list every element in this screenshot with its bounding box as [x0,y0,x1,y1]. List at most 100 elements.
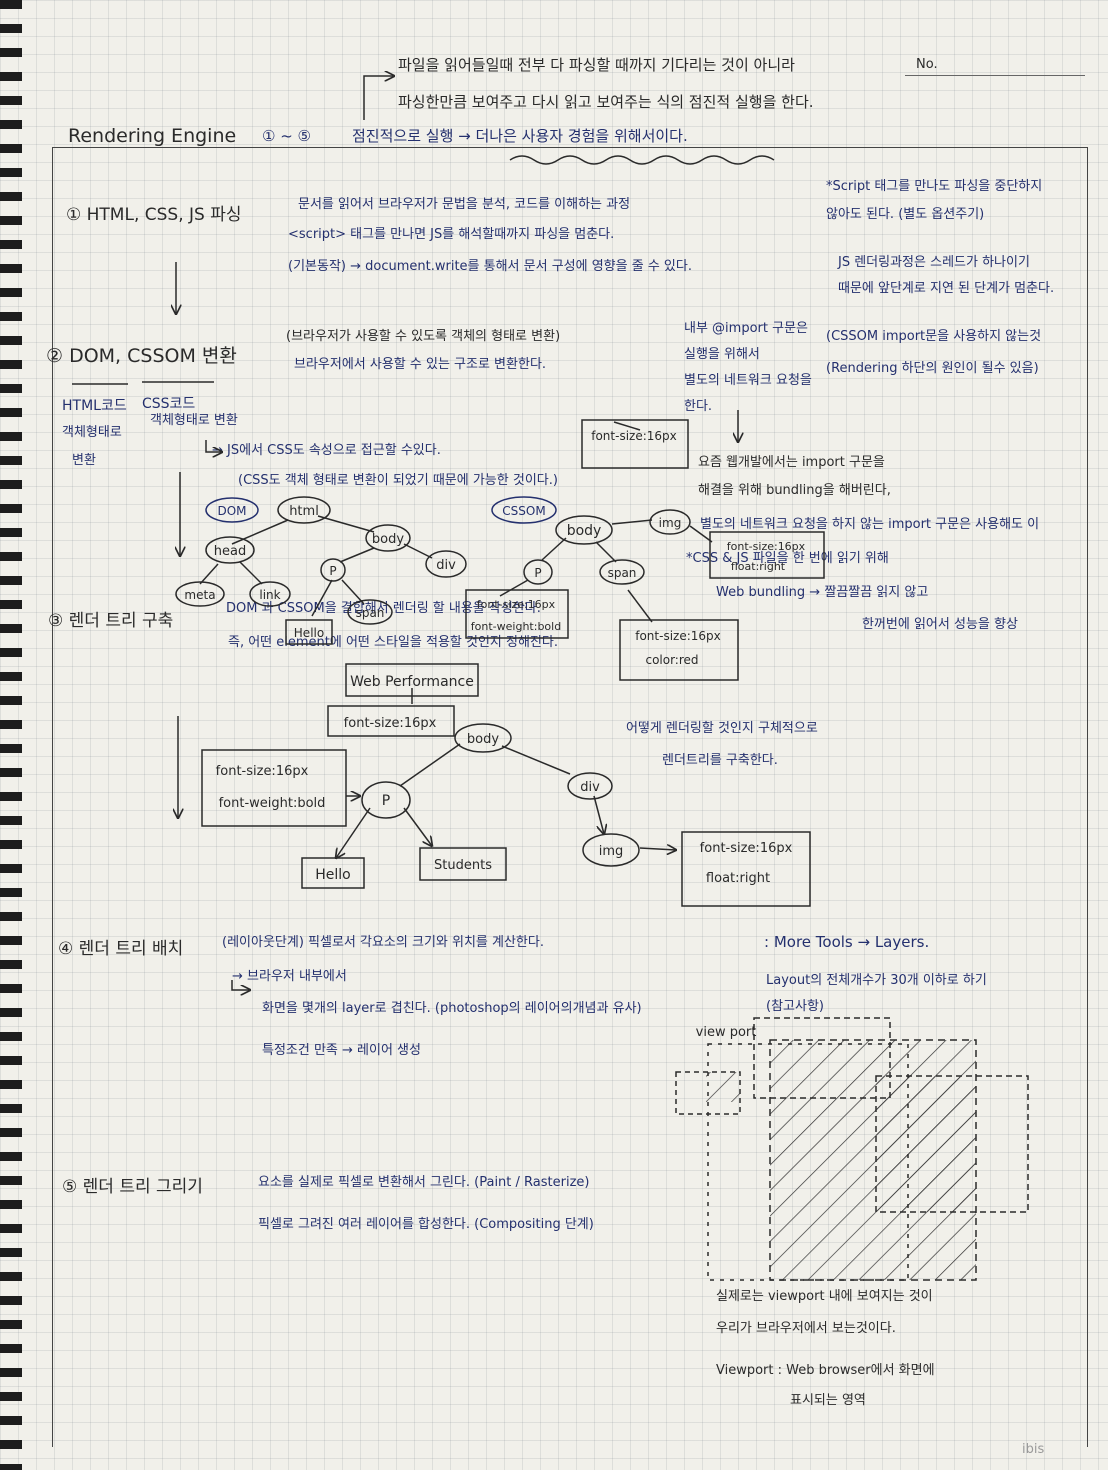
step4-desc-2: → 브라우저 내부에서 [232,969,347,984]
css-code: CSS코드 [142,396,196,412]
js-access: → JS에서 CSS도 속성으로 접근할 수있다. [212,443,441,458]
top-note-2: 파싱한만큼 보여주고 다시 읽고 보여주는 식의 점진적 실행을 한다. [398,93,814,111]
render-body: body [467,732,499,747]
css-note: (CSS도 객체 형태로 변환이 되었기 때문에 가능한 것이다.) [238,473,558,488]
step1-side-4: 때문에 앞단계로 지연 된 단계가 멈춘다. [838,281,1055,296]
spiral-binding [0,0,22,1470]
viewport-note-1: 실제로는 viewport 내에 보여지는 것이 [716,1289,933,1304]
layer-hatch-right [876,1076,976,1212]
step1-desc-3: (기본동작) → document.write를 통해서 문서 구성에 영향을 … [288,259,692,274]
dom-p: P [329,564,336,578]
render-img-style-box [681,831,811,907]
dom-body-node [365,524,411,552]
viewport-note-4: 표시되는 영역 [790,1393,866,1408]
step4-label: ④ 렌더 트리 배치 [58,939,184,959]
cssom-span: span [608,566,637,580]
step3-label: ③ 렌더 트리 구축 [48,611,174,631]
page-no: No. [916,57,938,72]
render-students-box [419,847,507,881]
dom-div: div [436,558,456,573]
step4-desc-4: 특정조건 만족 → 레이어 생성 [262,1043,421,1058]
html-obj-2: 변환 [72,453,96,468]
render-p-style-2: font-weight:bold [219,796,326,811]
import-1: 내부 @import 구문은 [684,321,808,336]
render-body-style-box [327,705,455,737]
cssom-p-style-1: font-size:16px [477,598,556,611]
dom-tree-edges [199,515,433,617]
viewport-note-3: Viewport : Web browser에서 화면에 [716,1363,935,1378]
cssom-span-style-1: font-size:16px [635,629,721,643]
step3-desc-3: 어떻게 렌더링할 것인지 구체적으로 [626,721,818,736]
render-body-node [454,723,512,753]
dom-html: html [289,504,319,519]
notebook-brand: ibis [1022,1442,1045,1457]
import-3: 별도의 네트워크 요청을 [684,373,812,388]
modern-2: 해결을 위해 bundling을 해버린다, [698,483,891,498]
render-p-node [361,781,411,819]
cssom-p-style-box [465,589,569,639]
import-2: 실행을 위해서 [684,347,760,362]
step5-desc-2: 픽셀로 그려진 여러 레이어를 합성한다. (Compositing 단계) [258,1217,594,1232]
top-note-1: 파일을 읽어들일때 전부 다 파싱할 때까지 기다리는 것이 아니라 [398,56,795,74]
dom-badge-ring [205,497,259,523]
dom-span-node [347,599,393,625]
render-title: Web Performance [350,674,474,690]
page-frame [52,147,1088,1447]
viewport-rect [707,1043,909,1281]
viewport-label: view port [696,1025,757,1040]
dom-head-node [205,536,255,564]
render-img-style-1: font-size:16px [700,841,793,856]
layout-note-2: (참고사항) [766,999,824,1014]
dom-div-node [425,550,467,578]
page-title: Rendering Engine [68,125,237,147]
dom-html-node [277,496,331,524]
modern-6: 한꺼번에 읽어서 성능을 향상 [862,617,1018,632]
render-div-node [567,772,613,800]
step2-desc-1: (브라우저가 사용할 수 있도록 객체의 형태로 변환) [286,329,561,344]
render-div: div [580,780,600,795]
step1-side-1: *Script 태그를 만나도 파싱을 중단하지 [826,179,1043,194]
step-range: ① ~ ⑤ [262,127,311,145]
step5-label: ⑤ 렌더 트리 그리기 [62,1177,203,1197]
js-arrow [205,440,222,452]
step2-desc-2: 브라우저에서 사용할 수 있는 구조로 변환한다. [294,357,547,372]
cssom-note-2: (Rendering 하단의 원인이 될수 있음) [826,361,1039,376]
step1-label: ① HTML, CSS, JS 파싱 [66,205,242,225]
cssom-p-node [523,559,553,585]
cssom-img-style-box [709,531,825,579]
top-note-arrow [363,76,394,120]
html-obj-1: 객체형태로 [62,425,122,440]
step1-desc-1: 문서를 읽어서 브라우저가 문법을 분석, 코드를 이해하는 과정 [298,197,631,212]
layer-hatch-small [706,1072,740,1102]
dom-body: body [372,532,404,547]
viewport-note-2: 우리가 브라우저에서 보는것이다. [716,1321,896,1336]
render-hello-box [301,857,365,889]
no-underline [905,75,1085,76]
dom-meta-node [175,581,225,607]
cssom-badge: CSSOM [502,504,545,518]
render-body-style: font-size:16px [344,716,437,731]
dom-link-node [249,581,291,607]
dom-head: head [214,544,246,559]
step1-side-3: JS 렌더링과정은 스레드가 하나이기 [838,255,1030,270]
modern-3: 별도의 네트워크 요청을 하지 않는 import 구문은 사용해도 이 [700,517,1040,532]
wavy-underline [509,155,775,165]
step3-desc-1: DOM 과 CSSOM을 결합해서 렌더링 할 내용을 작성한다. [226,601,541,616]
render-students: Students [434,858,492,873]
render-img-node [582,833,640,867]
render-p-style-1: font-size:16px [216,764,309,779]
cssom-span-style-2: color:red [645,653,698,667]
css-obj: 객체형태로 변환 [150,413,238,428]
step1-side-2: 않아도 된다. (별도 옵션주기) [826,207,985,222]
dom-link: link [259,588,280,602]
step2-label: ② DOM, CSSOM 변환 [46,345,237,367]
cssom-img-style-1: font-size:16px [727,540,806,553]
cssom-span-style-box [619,619,739,681]
render-img: img [599,844,624,859]
cssom-font-size: font-size:16px [591,429,677,443]
cssom-tree-edges [499,421,713,623]
dom-hello: Hello [294,626,324,640]
modern-4: *CSS & JS 파일을 한 번에 읽기 위해 [686,551,889,566]
step4-desc-3: 화면을 몇개의 layer로 겹친다. (photoshop의 레이어의개념과 … [262,1001,642,1016]
